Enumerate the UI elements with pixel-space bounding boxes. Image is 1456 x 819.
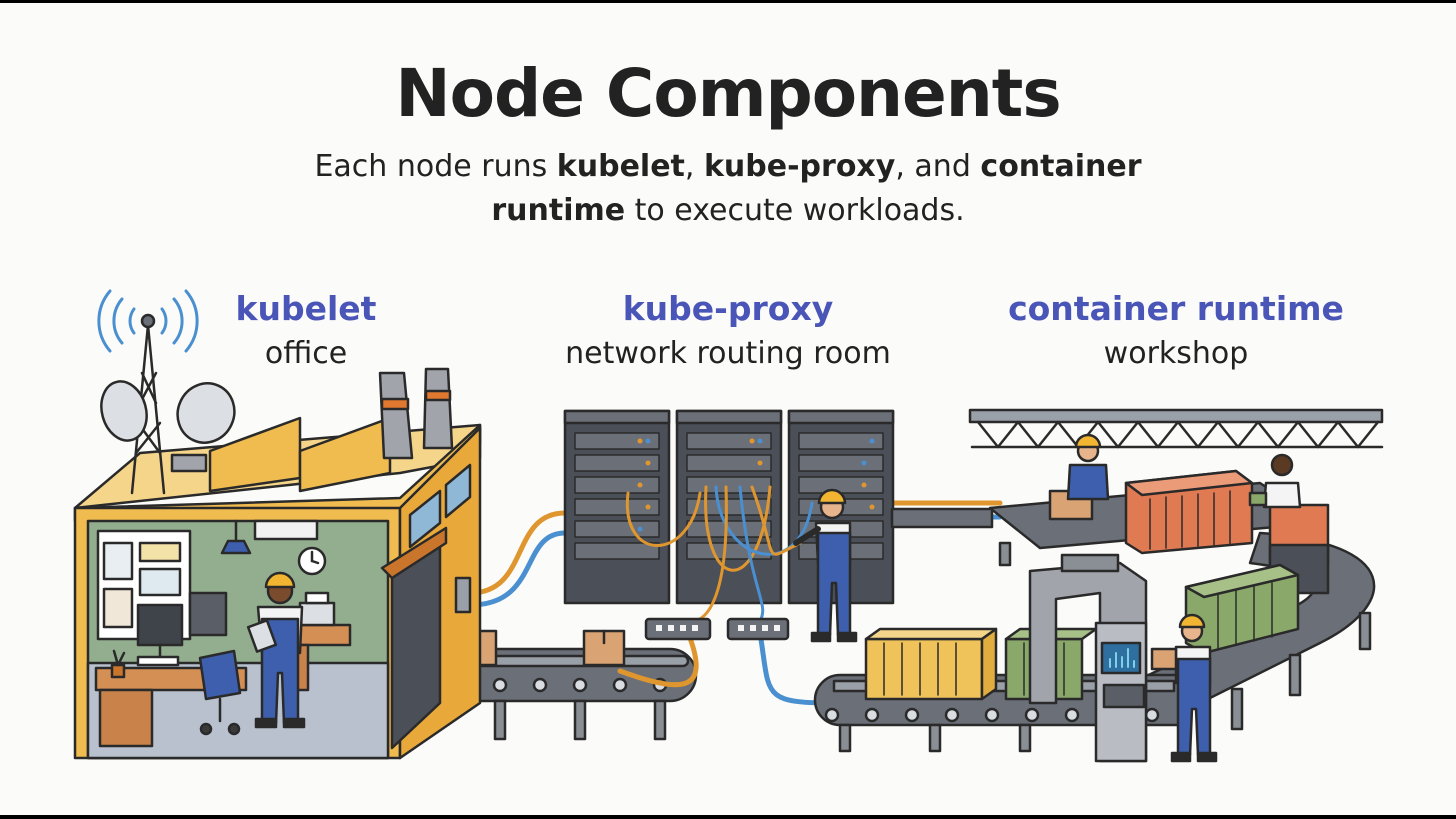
workshop-gantry-illustration [968,408,1384,449]
container-runtime-name: container runtime [1008,289,1344,328]
container-runtime-label: container runtime workshop [966,287,1386,377]
subtitle-part-0: Each node runs [314,149,557,184]
subtitle-part-1: kubelet [556,149,685,184]
shipping-containers-illustration [864,469,1330,701]
subtitle-part-4: , and [895,149,981,184]
page-title: Node Components [395,55,1061,132]
kube-proxy-desc: network routing room [565,336,891,371]
subtitle-part-3: kube-proxy [703,149,896,184]
office-worker-illustration [246,571,306,729]
subtitle-part-6: to execute workloads. [625,193,965,228]
subtitle-part-2: , [684,149,704,184]
workshop-workers-illustration [1066,433,1302,763]
subtitle-part-5: container runtime [491,149,1142,228]
kube-proxy-label: kube-proxy network routing room [518,287,938,377]
server-racks-illustration [563,409,895,641]
container-runtime-desc: workshop [1103,336,1249,371]
office-building-illustration [73,289,482,760]
scanner-machine-illustration [1028,553,1148,763]
network-worker-illustration [793,488,858,643]
page-subtitle: Each node runs kubelet, kube-proxy, and … [278,145,1178,233]
kube-proxy-name: kube-proxy [622,289,834,328]
kubelet-name: kubelet [235,289,377,328]
slide: Node Components Each node runs kubelet, … [0,3,1456,815]
kubelet-desc: office [264,336,348,371]
kubelet-label: kubelet office [96,287,516,377]
node-illustration [73,289,1384,763]
